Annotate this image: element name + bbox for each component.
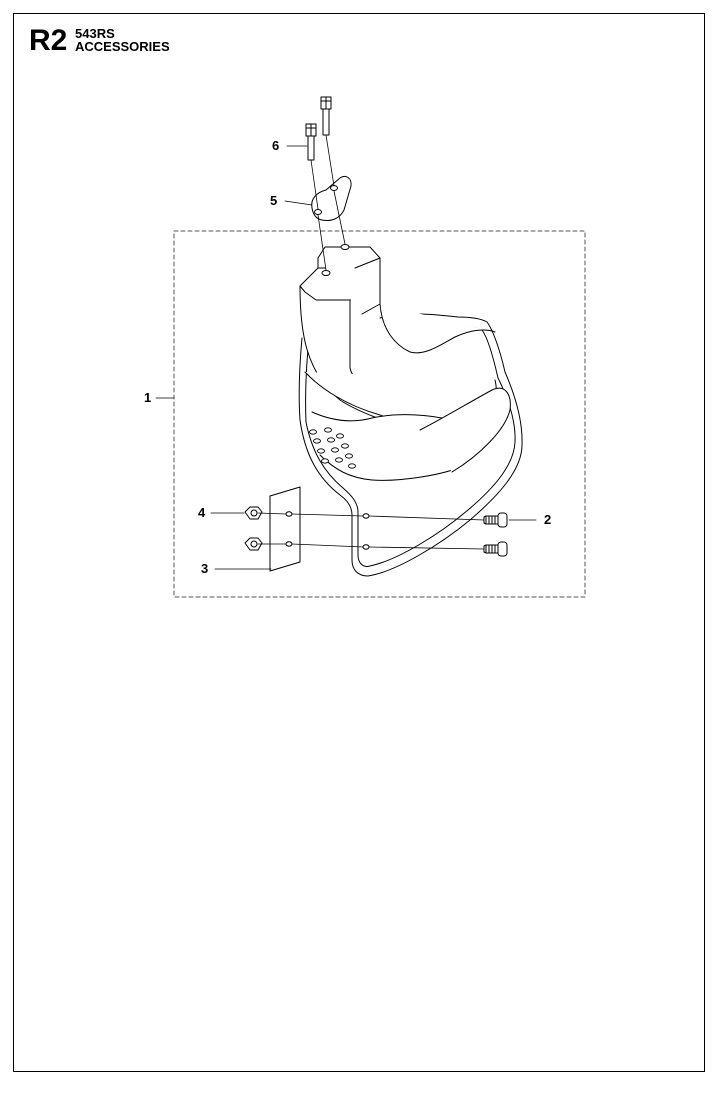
- section-title: ACCESSORIES: [75, 39, 170, 54]
- clamp-plate-part-5: [311, 175, 352, 221]
- screw-part-2: [483, 512, 508, 557]
- page-code: R2: [29, 24, 68, 57]
- callout-6: 6: [272, 138, 280, 153]
- page-frame: [13, 13, 705, 1072]
- callout-4: 4: [198, 505, 206, 520]
- mount-hole-front: [321, 270, 331, 276]
- plate-part-3: [269, 486, 301, 572]
- nut-part-4: [244, 506, 263, 551]
- model-number: 543RS: [75, 26, 115, 41]
- callout-3: 3: [201, 561, 209, 576]
- leader-lines: [155, 145, 537, 570]
- guard-vent-holes: [309, 427, 356, 469]
- bolt-part-6: [305, 96, 332, 161]
- mount-hole-rear: [340, 244, 350, 250]
- callout-2: 2: [544, 512, 552, 527]
- flange-hole-top: [362, 513, 370, 519]
- assembly-box: [173, 230, 586, 598]
- callout-1: 1: [144, 390, 152, 405]
- callout-5: 5: [270, 193, 278, 208]
- flange-hole-bottom: [362, 544, 370, 550]
- grass-guard-part: [298, 246, 523, 577]
